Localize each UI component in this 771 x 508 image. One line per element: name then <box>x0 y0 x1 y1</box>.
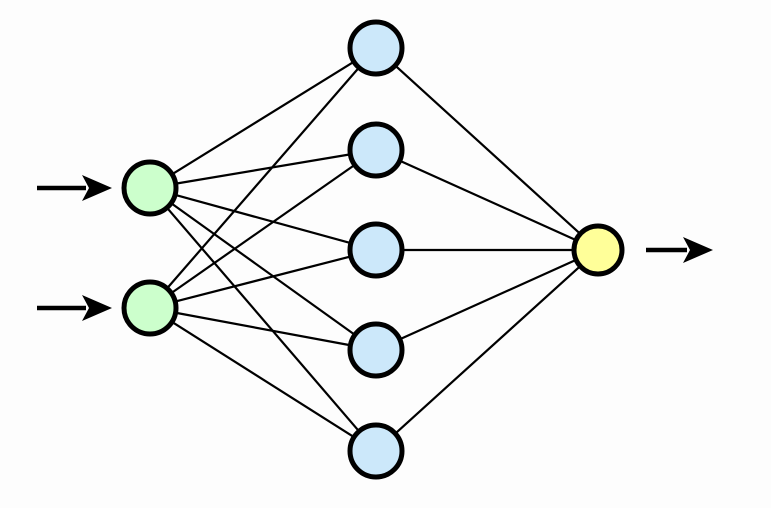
edge-h5-to-o1 <box>393 263 583 436</box>
node-h1[interactable] <box>347 19 405 77</box>
edge-i2-to-h5 <box>169 319 357 440</box>
edge-h1-to-o1 <box>393 63 583 237</box>
node-i1[interactable] <box>121 159 179 217</box>
node-h4[interactable] <box>347 321 405 379</box>
edge-i1-to-h3 <box>172 193 354 245</box>
input-arrow-bottom <box>37 295 112 321</box>
edge-i2-to-h1 <box>164 65 362 291</box>
hidden-layer <box>347 19 405 480</box>
edges-group <box>164 59 583 440</box>
input-arrow-top-head-icon <box>82 175 112 201</box>
node-h3[interactable] <box>347 221 405 279</box>
output-arrow <box>646 237 713 263</box>
node-h2[interactable] <box>347 121 405 179</box>
input-layer <box>121 159 179 337</box>
edge-i1-to-h2 <box>173 152 353 186</box>
edge-i1-to-h1 <box>169 59 357 177</box>
input-arrow-bottom-head-icon <box>82 295 112 321</box>
edge-i2-to-h3 <box>172 254 354 304</box>
nodes-group <box>121 19 625 480</box>
io-arrows-group <box>37 175 713 321</box>
input-arrow-top <box>37 175 112 201</box>
edge-h4-to-o1 <box>397 258 579 342</box>
edge-i2-to-h4 <box>173 311 353 347</box>
edge-i1-to-h5 <box>164 205 362 434</box>
edge-i2-to-h2 <box>169 162 357 296</box>
output-arrow-head-icon <box>683 237 713 263</box>
edge-i1-to-h4 <box>168 201 358 337</box>
edge-h2-to-o1 <box>397 158 579 242</box>
node-o1[interactable] <box>571 223 625 277</box>
node-h5[interactable] <box>347 422 405 480</box>
output-layer <box>571 223 625 277</box>
node-i2[interactable] <box>121 279 179 337</box>
